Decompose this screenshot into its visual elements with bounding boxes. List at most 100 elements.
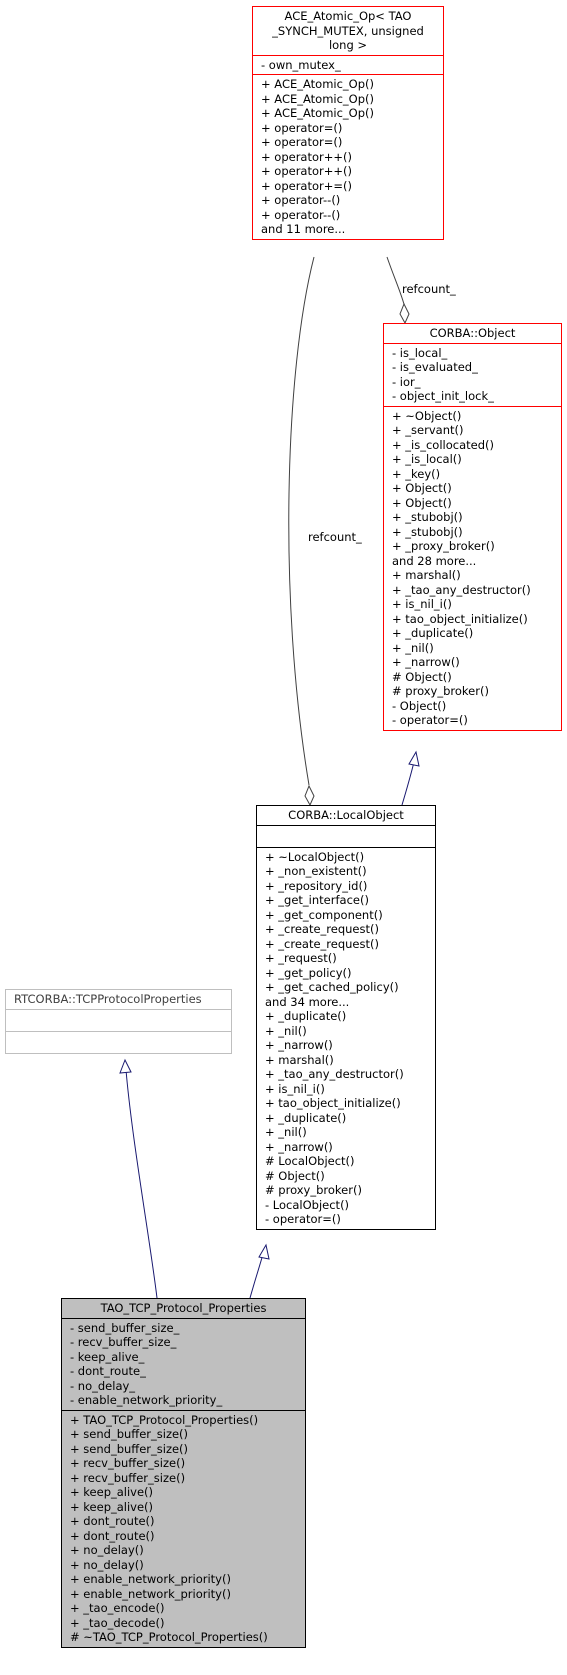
member-line: + enable_network_priority()	[70, 1586, 231, 1601]
member-line: + _stubobj()	[392, 524, 463, 539]
member-line: + operator--()	[261, 207, 341, 222]
member-line: + _proxy_broker()	[392, 539, 495, 553]
member-line: # Object()	[265, 1168, 325, 1183]
member-line: - operator=()	[392, 713, 468, 727]
class-title: RTCORBA::TCPProtocolProperties	[14, 992, 202, 1006]
member-line: + _tao_decode()	[70, 1615, 165, 1630]
class-ace-atomic-op[interactable]: ACE_Atomic_Op< TAO_SYNCH_MUTEX, unsigned…	[252, 6, 444, 240]
member-line: - send_buffer_size_	[70, 1320, 180, 1335]
edge-inherit-corbaobject	[401, 761, 415, 806]
member-line: - dont_route_	[70, 1364, 146, 1378]
attributes-section	[257, 824, 435, 847]
member-line: - is_evaluated_	[392, 360, 478, 374]
member-line: + _servant()	[392, 423, 464, 437]
edge-refcount-localobject	[288, 256, 315, 786]
member-line: + dont_route()	[70, 1528, 155, 1543]
methods-section: + ~Object()+ _servant()+ _is_collocated(…	[384, 405, 561, 730]
class-title: TAO_TCP_Protocol_Properties	[100, 1301, 267, 1315]
methods-section: + ~LocalObject()+ _non_existent()+ _repo…	[257, 846, 435, 1229]
member-line: + _narrow()	[265, 1139, 333, 1154]
member-line: # proxy_broker()	[392, 684, 489, 698]
member-line: - LocalObject()	[265, 1197, 350, 1212]
member-line: + _nil()	[265, 1023, 307, 1038]
member-line: + ACE_Atomic_Op()	[261, 91, 375, 106]
class-title: ACE_Atomic_Op< TAO_SYNCH_MUTEX, unsigned…	[253, 7, 443, 55]
member-line: # ~TAO_TCP_Protocol_Properties()	[70, 1630, 268, 1644]
member-line: + _get_component()	[265, 907, 383, 922]
member-line: # proxy_broker()	[265, 1183, 362, 1197]
diamond-localobject	[304, 784, 315, 807]
member-line: + Object()	[392, 495, 452, 510]
member-line: + _narrow()	[392, 655, 460, 669]
member-line: + _tao_encode()	[70, 1601, 165, 1615]
member-line: + _duplicate()	[392, 626, 474, 640]
member-line: + operator+=()	[261, 178, 352, 193]
class-rtcorba-tcpprotocolproperties[interactable]: RTCORBA::TCPProtocolProperties	[5, 989, 232, 1054]
arrowhead-corbaobject	[408, 750, 420, 767]
member-line: + _request()	[265, 951, 337, 965]
edge-inherit-localobject	[249, 1253, 264, 1299]
member-line: + recv_buffer_size()	[70, 1456, 186, 1470]
member-line: + _create_request()	[265, 922, 379, 936]
member-line: - operator=()	[265, 1212, 341, 1226]
member-line: + _tao_any_destructor()	[392, 582, 531, 597]
arrowhead-rtcorba	[119, 1058, 132, 1074]
member-line: - ior_	[392, 374, 421, 389]
member-line: + operator=()	[261, 120, 343, 135]
member-line: + dont_route()	[70, 1514, 155, 1528]
member-line: - enable_network_priority_	[70, 1393, 223, 1407]
class-tao-tcp-protocol-properties[interactable]: TAO_TCP_Protocol_Properties - send_buffe…	[61, 1298, 306, 1648]
edge-label-refcount-localobject: refcount_	[308, 530, 362, 544]
member-line: + _tao_any_destructor()	[265, 1067, 404, 1081]
class-title: CORBA::Object	[429, 326, 516, 340]
class-title: CORBA::LocalObject	[288, 808, 404, 822]
member-line: + keep_alive()	[70, 1499, 154, 1514]
member-line: + marshal()	[265, 1052, 334, 1067]
member-line: + operator++()	[261, 149, 352, 164]
member-line: + _is_local()	[392, 452, 462, 466]
member-line: + enable_network_priority()	[70, 1572, 231, 1586]
member-line: + _get_cached_policy()	[265, 980, 399, 994]
methods-section: + TAO_TCP_Protocol_Properties()+ send_bu…	[62, 1409, 305, 1647]
member-line: + _nil()	[392, 640, 434, 655]
arrowhead-localobject	[258, 1243, 270, 1260]
member-line: long >	[328, 38, 368, 52]
member-line: + _is_collocated()	[392, 437, 494, 452]
member-line: and 28 more...	[392, 553, 477, 568]
member-line: + _duplicate()	[265, 1009, 347, 1023]
member-line: + send_buffer_size()	[70, 1427, 189, 1441]
member-line: + ACE_Atomic_Op()	[261, 77, 375, 91]
attributes-section: - own_mutex_	[253, 54, 443, 75]
member-line: + operator=()	[261, 135, 343, 149]
attributes-section	[6, 1008, 231, 1031]
member-line: and 34 more...	[265, 994, 350, 1009]
class-corba-object[interactable]: CORBA::Object - is_local_- is_evaluated_…	[383, 323, 562, 731]
member-line: + is_nil_i()	[392, 597, 452, 611]
attributes-section: - send_buffer_size_- recv_buffer_size_- …	[62, 1317, 305, 1410]
member-line: + keep_alive()	[70, 1485, 154, 1499]
member-line: - is_local_	[392, 345, 448, 360]
member-line: - no_delay_	[70, 1378, 136, 1393]
member-line: + operator--()	[261, 193, 341, 207]
member-line: + send_buffer_size()	[70, 1441, 189, 1456]
member-line: - keep_alive_	[70, 1349, 145, 1364]
member-line: + _get_interface()	[265, 893, 369, 907]
methods-section: + ACE_Atomic_Op()+ ACE_Atomic_Op()+ ACE_…	[253, 74, 443, 239]
member-line: + is_nil_i()	[265, 1081, 325, 1096]
class-corba-localobject[interactable]: CORBA::LocalObject + ~LocalObject()+ _no…	[256, 805, 436, 1230]
member-line: + ~Object()	[392, 408, 462, 423]
member-line: + _create_request()	[265, 936, 379, 951]
member-line: + ~LocalObject()	[265, 849, 365, 864]
edge-label-refcount-corbaobject: refcount_	[402, 282, 456, 296]
attributes-section: - is_local_- is_evaluated_- ior_- object…	[384, 342, 561, 406]
member-line: + tao_object_initialize()	[392, 611, 528, 626]
member-line: # Object()	[392, 669, 452, 684]
member-line: + _stubobj()	[392, 510, 463, 524]
member-line: + ACE_Atomic_Op()	[261, 106, 375, 120]
member-line: + Object()	[392, 481, 452, 495]
member-line: + no_delay()	[70, 1543, 144, 1557]
member-line: + _repository_id()	[265, 878, 368, 893]
member-line: - Object()	[392, 698, 447, 713]
member-line: + _nil()	[265, 1125, 307, 1139]
member-line: + no_delay()	[70, 1557, 144, 1572]
